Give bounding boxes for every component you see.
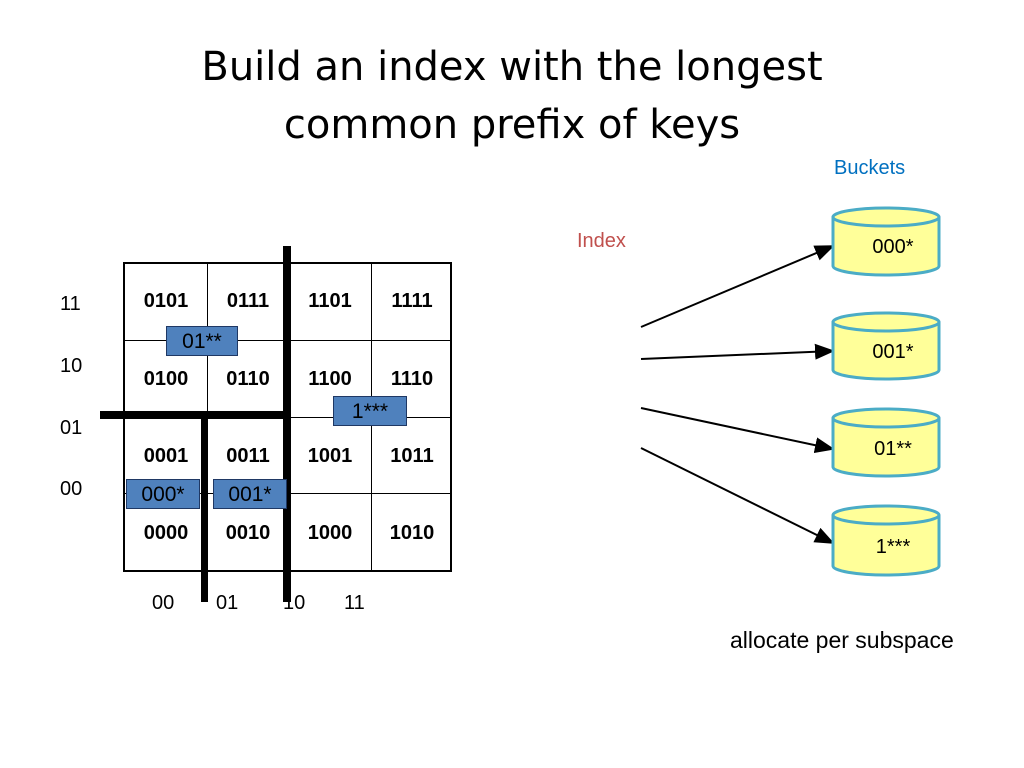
slide-title: Build an index with the longest common p… [0, 38, 1024, 154]
region-box-1: 1*** [333, 396, 407, 426]
grid-cell: 0001 [143, 445, 189, 467]
title-line-2: common prefix of keys [283, 102, 741, 148]
bucket-000-cylinder [831, 206, 941, 277]
bucket-label-000: 000* [872, 236, 914, 258]
y-label-00: 00 [60, 478, 83, 500]
x-label-00: 00 [152, 592, 175, 614]
grid-cell: 0010 [225, 522, 271, 544]
bucket-001-cylinder [831, 311, 941, 381]
y-label-01: 01 [60, 417, 83, 439]
y-label-10: 10 [60, 355, 83, 377]
x-label-10: 10 [283, 592, 306, 614]
partition-line-vertical-main [283, 246, 291, 602]
arrow-to-bucket-01 [640, 407, 835, 454]
grid-cell: 0100 [143, 368, 189, 390]
index-arrows [640, 245, 835, 544]
grid-cell: 0011 [226, 445, 270, 467]
y-label-11: 11 [60, 293, 81, 315]
caption: allocate per subspace [730, 627, 954, 653]
arrow-to-bucket-000 [640, 245, 835, 328]
title-line-1: Build an index with the longest [201, 44, 823, 90]
buckets-label: Buckets [834, 157, 906, 179]
region-box-01: 01** [166, 326, 238, 356]
arrow-to-bucket-1 [640, 447, 835, 544]
grid-cell: 0111 [226, 290, 270, 312]
grid-cell: 1010 [389, 522, 435, 544]
region-box-001: 001* [213, 479, 287, 509]
bucket-label-1: 1*** [875, 536, 911, 558]
grid-cell: 1100 [308, 368, 352, 390]
grid-cell: 1111 [391, 290, 433, 312]
bucket-01-cylinder [831, 407, 941, 478]
grid-cell: 1110 [390, 368, 434, 390]
bucket-label-001: 001* [872, 341, 914, 363]
x-label-01: 01 [216, 592, 239, 614]
grid-cell: 1000 [307, 522, 353, 544]
arrow-to-bucket-001 [640, 343, 835, 360]
partition-line-horizontal [100, 411, 290, 419]
grid-cell: 1101 [308, 290, 352, 312]
grid-cell: 1011 [390, 445, 434, 467]
grid-cell: 0000 [143, 522, 189, 544]
grid-cell: 0110 [226, 368, 270, 390]
grid-cell: 0101 [143, 290, 189, 312]
x-label-11: 11 [344, 592, 365, 614]
bucket-label-01: 01** [874, 438, 912, 460]
index-label: Index [577, 230, 626, 252]
partition-line-vertical-lower [201, 415, 208, 602]
region-box-000: 000* [126, 479, 200, 509]
bucket-1-cylinder [831, 504, 941, 577]
grid-cell: 1001 [307, 445, 353, 467]
